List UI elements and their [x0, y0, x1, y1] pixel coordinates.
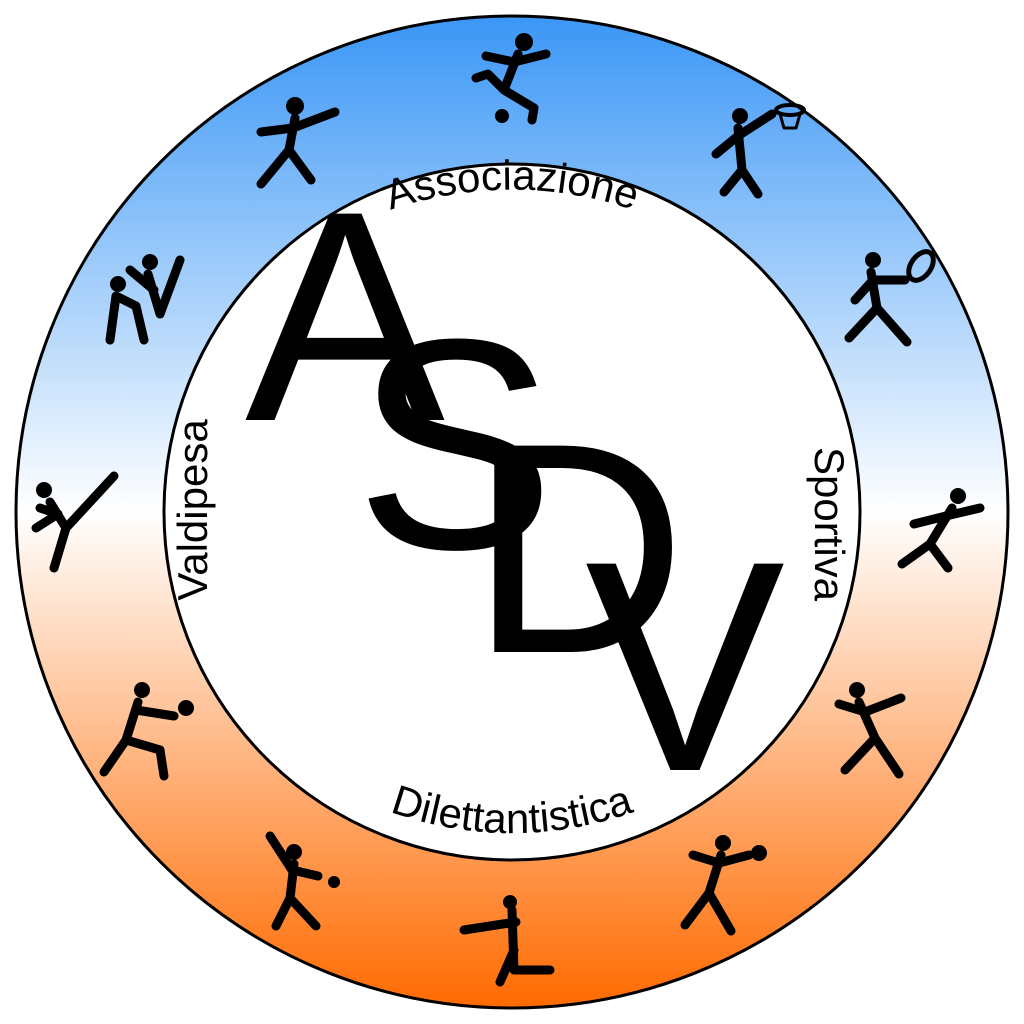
baseball-batter-icon: [265, 831, 340, 931]
letter-a: A: [245, 148, 447, 484]
runner-icon: [897, 488, 985, 573]
word-left-label: Valdipesa: [169, 419, 216, 601]
basketball-player-icon: [711, 103, 806, 199]
gymnast-icon: [459, 895, 555, 987]
karate-kick-icon: [31, 471, 119, 573]
volleyball-player-icon: [99, 682, 194, 781]
rugby-player-icon: [256, 97, 340, 189]
inner-disc: [162, 162, 862, 862]
word-right-label: Sportiva: [806, 447, 853, 602]
handball-player-icon: [834, 682, 906, 779]
tennis-player-icon: [844, 249, 936, 347]
boxer-icon: [680, 835, 767, 936]
letter-s: S: [355, 276, 555, 612]
letter-d: D: [470, 380, 687, 716]
judo-wrestlers-icon: [105, 254, 185, 345]
soccer-player-icon: [471, 33, 551, 125]
letter-v: V: [585, 498, 787, 834]
